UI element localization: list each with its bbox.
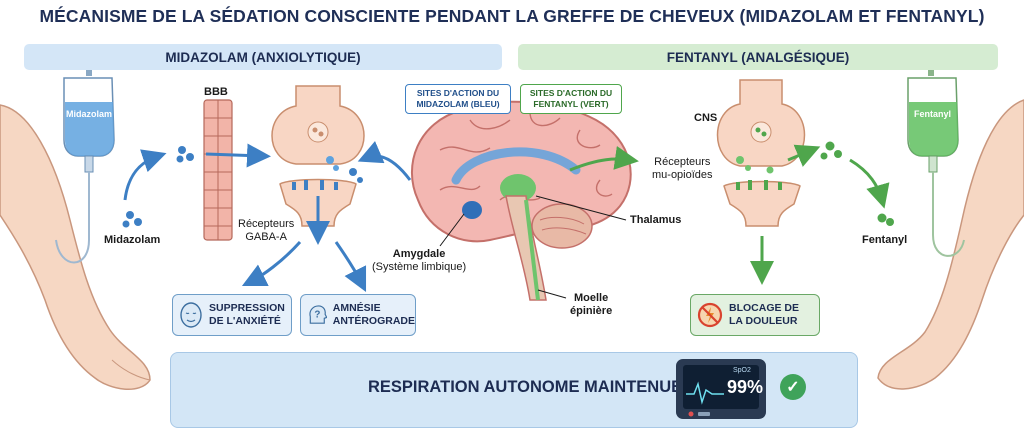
bbb-label: BBB	[204, 86, 228, 98]
question-head-icon: ?	[309, 305, 327, 324]
pain-effect-line-1: BLOCAGE DE	[729, 302, 800, 314]
midazolam-header: MIDAZOLAM (ANXIOLYTIQUE)	[24, 44, 502, 70]
opioid-receptor-label-line1: Récepteurs	[654, 156, 711, 168]
spinal-label-line1: Moelle	[573, 292, 609, 304]
fentanyl-synapse	[716, 79, 806, 227]
spinal-cord-label: Moelle épinière	[570, 292, 612, 318]
brain-pointer-lines	[439, 195, 627, 299]
pain-blocking-text: BLOCAGE DE LA DOULEUR	[729, 302, 799, 328]
midazolam-drug-label: Midazolam	[104, 234, 161, 246]
midazolam-synapse	[271, 85, 365, 245]
pain-blocking-effect: BLOCAGE DE LA DOULEUR	[690, 294, 820, 336]
legend-blue-line-1: SITES D'ACTION DU	[416, 88, 500, 98]
pain-effect-line-2: LA DOULEUR	[729, 315, 798, 327]
midazolam-iv-bag	[55, 66, 115, 264]
amygdala-label-line1: Amygdale	[392, 248, 446, 260]
anxiety-suppression-text: SUPPRESSION DE L'ANXIÉTÉ	[209, 302, 285, 328]
opioid-receptor-label: Récepteurs mu-opioïdes	[652, 156, 713, 182]
effect-2-line-2: ANTÉROGRADE	[332, 315, 415, 327]
effect-1-line-1: SUPPRESSION	[209, 302, 285, 314]
fentanyl-iv-bag	[907, 66, 965, 257]
midazolam-bag-label: Midazolam	[66, 109, 113, 119]
gaba-receptor-label: Récepteurs GABA-A	[238, 218, 294, 244]
legend-green-line-1: SITES D'ACTION DU	[529, 88, 613, 98]
fentanyl-drug-label: Fentanyl	[862, 234, 908, 246]
amygdala-label: Amygdale (Système limbique)	[372, 248, 466, 274]
effect-2-line-1: AMNÉSIE	[332, 302, 381, 314]
gaba-receptor-label-line1: Récepteurs	[238, 218, 295, 230]
spo2-label: SpO2	[733, 367, 751, 374]
svg-text:?: ?	[314, 309, 320, 320]
fentanyl-legend: SITES D'ACTION DU FENTANYL (VERT)	[520, 84, 622, 114]
blood-brain-barrier	[203, 99, 233, 241]
spinal-label-line2: épinière	[570, 305, 613, 317]
anterograde-amnesia-text: AMNÉSIE ANTÉROGRADE	[333, 302, 415, 328]
spo2-value: 99%	[727, 377, 764, 397]
anxiety-suppression-effect: SUPPRESSION DE L'ANXIÉTÉ	[172, 294, 292, 336]
amygdala-label-line2: (Système limbique)	[372, 261, 467, 273]
midazolam-legend: SITES D'ACTION DU MIDAZOLAM (BLEU)	[405, 84, 511, 114]
effect-1-line-2: DE L'ANXIÉTÉ	[209, 315, 281, 327]
thalamus-label: Thalamus	[630, 214, 682, 226]
left-arm-illustration	[0, 104, 151, 391]
fentanyl-bag-label: Fentanyl	[914, 109, 952, 119]
fentanyl-molecules	[820, 141, 894, 226]
gaba-receptor-label-line2: GABA-A	[245, 231, 287, 243]
no-pain-icon	[697, 302, 723, 328]
midazolam-pathway-arrows	[123, 141, 412, 293]
opioid-receptor-label-line2: mu-opioïdes	[652, 169, 713, 181]
legend-green-line-2: FENTANYL (VERT)	[533, 99, 609, 109]
fentanyl-pathway-arrows	[750, 144, 890, 285]
midazolam-molecules	[122, 146, 194, 228]
legend-blue-line-2: MIDAZOLAM (BLEU)	[416, 99, 500, 109]
right-arm-illustration	[877, 99, 1024, 390]
fentanyl-header: FENTANYL (ANALGÉSIQUE)	[518, 44, 998, 70]
respiration-text: RESPIRATION AUTONOME MAINTENUE	[368, 378, 683, 396]
brain-to-synapse-arrows	[569, 146, 639, 172]
cns-label: CNS	[694, 112, 718, 124]
calm-face-icon	[180, 302, 202, 328]
check-icon: ✓	[780, 374, 806, 400]
anterograde-amnesia-effect: ? AMNÉSIE ANTÉROGRADE	[300, 294, 416, 336]
page-title: MÉCANISME DE LA SÉDATION CONSCIENTE PEND…	[39, 6, 985, 26]
